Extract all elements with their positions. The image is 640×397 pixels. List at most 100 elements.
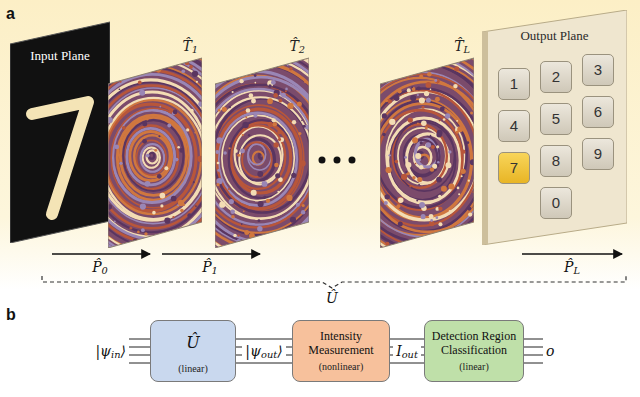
phase-speckle [388,154,390,156]
phase-speckle [180,234,185,239]
phase-ring [130,131,172,180]
phase-speckle [443,118,446,121]
button-text: 6 [594,103,602,121]
mask-text: T̂2 [215,38,309,55]
phase-speckle [436,145,439,148]
phase-ring [215,45,309,248]
detector-button: 5 [540,103,572,135]
phase-ring [117,115,189,200]
phase-ring [380,38,474,248]
mask-text: T̂1 [108,38,202,55]
phase-speckle [438,207,442,211]
phase-speckle [277,130,281,134]
phase-speckle [290,217,296,223]
phase-speckle [419,97,425,103]
phase-speckle [417,122,419,124]
phase-speckle [435,97,440,102]
phase-speckle [412,176,415,179]
phase-speckle [108,117,113,123]
phase-speckle [304,80,307,83]
phase-ring [380,44,474,248]
detector-button: 3 [582,54,614,86]
phase-speckle [397,89,401,93]
phase-speckle [240,149,245,154]
output-plane: Output Plane1234567890 [482,10,627,245]
phase-ring [394,120,454,191]
phase-speckle [445,113,450,118]
phase-ring [215,38,309,248]
phase-speckle [189,65,193,69]
phase-ring [127,128,175,184]
phase-speckle [219,202,225,208]
phase-speckle [242,134,244,136]
phase-speckle [430,219,433,222]
phase-ring [108,46,202,248]
ellipsis-dot [349,157,356,164]
phase-speckle [178,200,184,206]
phase-speckle [164,237,166,239]
phase-speckle [277,191,279,193]
phase-speckle [182,79,184,81]
phase-speckle [215,66,218,70]
phase-ring [215,51,309,248]
subscript: out [402,349,418,360]
signal-wires [390,339,424,363]
phase-ring [108,68,202,247]
phase-ring [380,38,474,248]
mask-text: T̂L [380,38,474,55]
phase-speckle [140,203,146,209]
phase-speckle [297,102,302,107]
phase-ring [108,86,202,229]
phase-ring [108,92,202,220]
phase-speckle [289,67,292,70]
phase-speckle [170,59,174,63]
wire-label: Iout [393,343,421,360]
phase-speckle [234,149,238,153]
phase-mask: T̂2 [215,38,309,248]
phase-speckle [268,64,270,66]
box-text: (linear) [459,361,488,373]
phase-speckle [253,114,257,118]
phase-speckle [424,91,429,96]
phase-ring [108,104,196,211]
phase-ring [389,122,455,200]
phase-speckle [287,103,293,109]
phase-speckle [292,120,296,124]
phase-speckle [228,147,230,149]
phase-speckle [382,113,387,118]
phase-ring [380,38,474,248]
phase-speckle [405,162,411,168]
phase-speckle [408,117,413,122]
phase-ring [141,144,164,172]
signal-wires [236,339,292,363]
phase-speckle [455,230,458,233]
phase-speckle [257,171,263,177]
phase-ring [215,99,309,213]
phase-speckle [114,221,116,223]
phase-speckle [441,240,443,242]
phase-speckle [160,204,163,207]
phase-ring [215,53,309,248]
phase-speckle [217,58,221,62]
phase-speckle [233,234,237,238]
phase-speckle [245,117,247,119]
phase-ring [108,82,202,232]
phase-speckle [291,173,296,178]
phase-speckle [300,160,306,166]
phase-ring [242,142,272,177]
phase-speckle [237,234,239,236]
phase-speckle [425,126,428,129]
phase-speckle [448,184,454,190]
phase-speckle [273,93,278,98]
phase-speckle [271,80,276,85]
phase-speckle [267,98,273,104]
phase-ring [398,128,446,184]
subscript: out [261,349,277,360]
phase-mask: T̂L [380,38,474,248]
process-box: Detection Region Classification(linear) [424,320,524,382]
phase-speckle [229,199,234,204]
phase-ring [215,38,309,248]
phase-ring [215,41,309,248]
phase-ring [380,72,474,236]
